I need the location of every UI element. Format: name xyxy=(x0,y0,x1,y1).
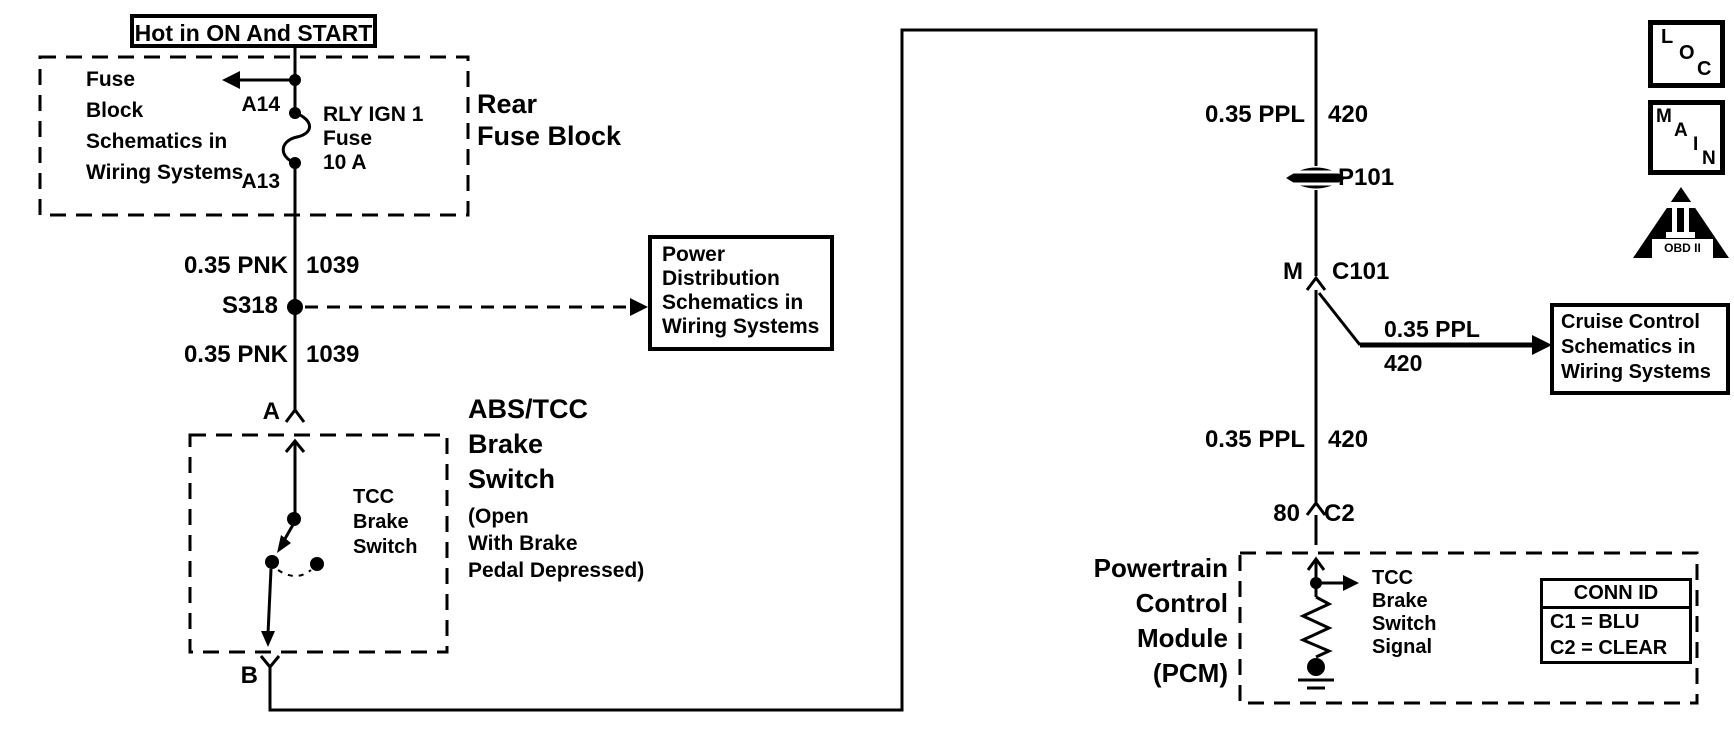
abs-tcc-brake-switch-title: ABS/TCC Brake Switch xyxy=(468,394,588,494)
cruise-branch-gauge-label: 0.35 PPL xyxy=(1384,316,1480,342)
pcm-resistor-symbol xyxy=(1299,595,1333,659)
connector-b-chevron xyxy=(259,655,281,670)
wire-pnk-upper-circuit-label: 1039 xyxy=(306,252,360,279)
main-badge: M A I N xyxy=(1648,100,1725,175)
wire-ppl-bottom-gauge-label: 0.35 PPL xyxy=(1204,426,1305,453)
power-distribution-ref-box xyxy=(648,235,834,351)
pcm-box xyxy=(1238,551,1699,705)
c2-name-label: C2 xyxy=(1324,500,1355,527)
c101-name-label: C101 xyxy=(1332,258,1390,285)
terminal-a13-label: A13 xyxy=(241,170,280,193)
cruise-branch-circuit-label: 420 xyxy=(1384,350,1423,376)
hot-in-on-and-start-note: Hot in ON And START xyxy=(130,14,377,48)
wire-ppl-top-gauge-label: 0.35 PPL xyxy=(1204,101,1305,128)
obd-ii-label: OBD II xyxy=(1652,239,1713,258)
cruise-arrowhead-icon xyxy=(1532,335,1552,355)
wire-pnk-lower-circuit-label: 1039 xyxy=(306,341,360,368)
cruise-branch-diagonal xyxy=(1317,292,1362,346)
conn-id-table: CONN ID C1 = BLU C2 = CLEAR xyxy=(1540,578,1692,664)
obd-ii-numeral xyxy=(1666,202,1695,238)
switch-exit-arrowhead-icon xyxy=(261,631,275,647)
wire-pnk-upper-gauge-label: 0.35 PNK xyxy=(183,252,288,279)
main-letter-i: I xyxy=(1693,134,1699,155)
tcc-brake-switch-signal-label: TCC Brake Switch Signal xyxy=(1372,567,1437,658)
pcm-signal-arrowhead-icon xyxy=(1343,575,1359,591)
main-letter-m: M xyxy=(1656,106,1672,127)
cruise-control-note: Cruise Control Schematics in Wiring Syst… xyxy=(1561,311,1711,383)
conn-id-header: CONN ID xyxy=(1543,581,1689,609)
a14-arrowhead-icon xyxy=(222,71,240,89)
conn-id-row-c2: C2 = CLEAR xyxy=(1550,637,1668,659)
grommet-p101-stripes xyxy=(1293,170,1339,186)
loc-letter-c: C xyxy=(1697,58,1712,80)
c101-pin-label: M xyxy=(1283,258,1303,285)
abs-tcc-switch-box xyxy=(188,433,449,654)
tcc-brake-switch-label: TCC Brake Switch xyxy=(353,486,418,558)
main-letter-a: A xyxy=(1674,120,1688,141)
wire-ppl-top-circuit-label: 420 xyxy=(1328,101,1369,128)
loc-badge: L O C xyxy=(1648,20,1725,88)
abs-tcc-brake-switch-subtitle: (Open With Brake Pedal Depressed) xyxy=(468,505,645,582)
switch-lower-wire xyxy=(266,568,273,635)
cruise-control-ref-box xyxy=(1550,303,1730,395)
terminal-a-label: A xyxy=(262,398,280,425)
pcm-title: Powertrain Control Module (PCM) xyxy=(1093,553,1228,688)
connector-c101-chevron xyxy=(1305,275,1327,291)
splice-s318-dot xyxy=(287,299,303,315)
switch-pivot-dot xyxy=(287,512,301,526)
loc-letter-l: L xyxy=(1661,26,1674,48)
wire-ppl-bottom-circuit-label: 420 xyxy=(1328,426,1369,453)
rear-fuse-block-box xyxy=(38,55,470,217)
fuse-symbol xyxy=(281,111,311,165)
grommet-p101-label: P101 xyxy=(1338,164,1395,191)
power-dist-arrowhead-icon xyxy=(630,298,648,316)
fuse-block-note: Fuse Block Schematics in Wiring Systems xyxy=(86,68,244,184)
main-letter-n: N xyxy=(1702,148,1716,169)
wire-b-to-pcm xyxy=(268,28,1318,712)
junction-dot xyxy=(289,74,301,86)
connector-c2-chevron xyxy=(1305,500,1327,516)
pcm-ground-dot xyxy=(1307,658,1325,676)
switch-arm-arrowhead-icon xyxy=(277,535,291,553)
rly-ign-1-fuse-label: RLY IGN 1 Fuse 10 A xyxy=(323,103,424,174)
switch-contact-left-dot xyxy=(265,555,279,569)
connector-a-chevron xyxy=(284,407,306,423)
conn-id-row-c1: C1 = BLU xyxy=(1550,611,1640,633)
loc-letter-o: O xyxy=(1679,42,1695,64)
splice-s318-label: S318 xyxy=(221,292,278,319)
pcm-ground-symbol xyxy=(1298,678,1334,690)
c2-pin-label: 80 xyxy=(1273,500,1300,527)
switch-contact-right-dot xyxy=(310,557,324,571)
terminal-b-label: B xyxy=(240,662,258,689)
rear-fuse-block-title: Rear Fuse Block xyxy=(477,89,622,151)
switch-travel-dashed-arc xyxy=(277,569,312,577)
power-distribution-note: Power Distribution Schematics in Wiring … xyxy=(662,243,820,338)
wire-pnk-lower-gauge-label: 0.35 PNK xyxy=(183,341,288,368)
terminal-a14-label: A14 xyxy=(241,93,280,116)
